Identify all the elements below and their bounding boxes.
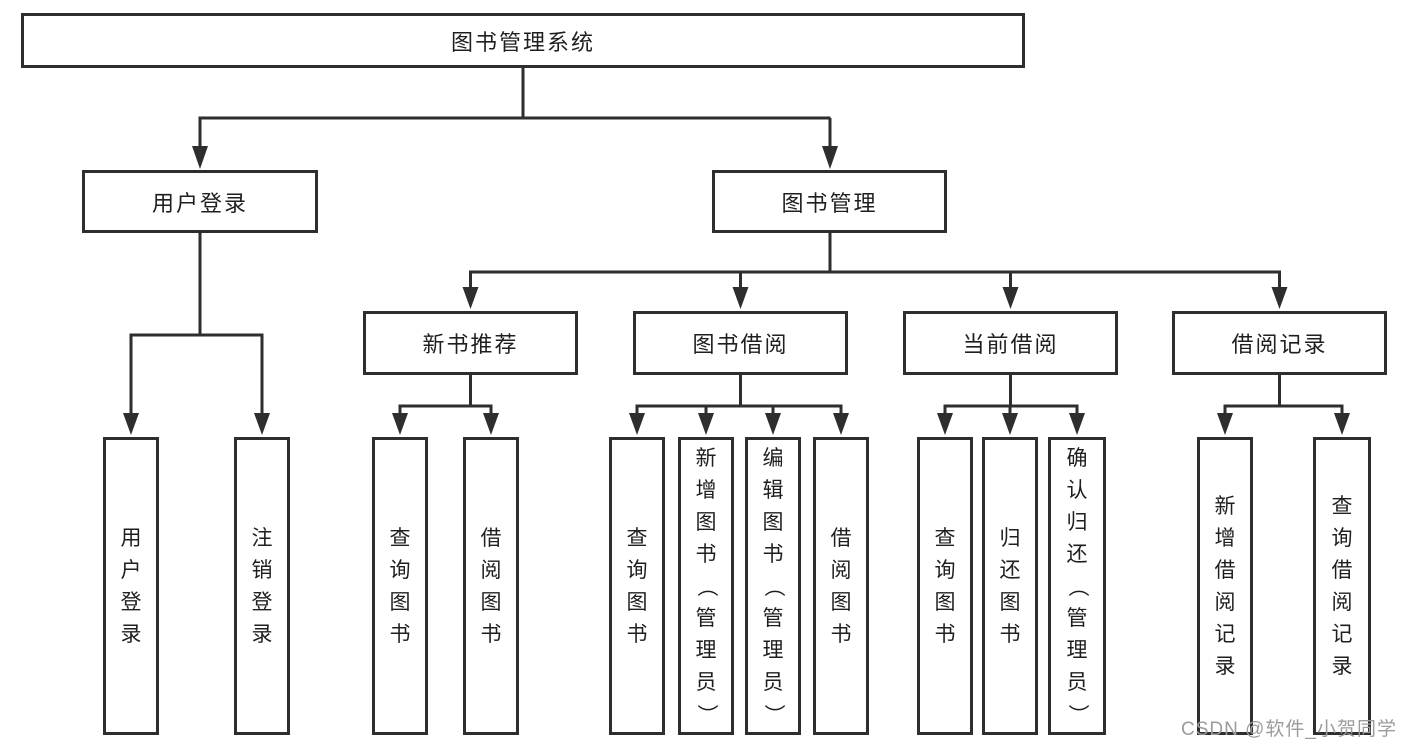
- leaf-borrow-borrow-books: 借阅图书: [813, 437, 869, 735]
- leaf-borrow-edit-books-admin-label: 编辑图书（管理员）: [761, 446, 785, 725]
- leaf-logout-login-label: 注销登录: [251, 526, 273, 646]
- leaf-newbook-query-books-label: 查询图书: [389, 526, 411, 646]
- leaf-logout-login: 注销登录: [234, 437, 290, 735]
- leaf-records-query-record-label: 查询借阅记录: [1331, 494, 1353, 678]
- leaf-user-login: 用户登录: [103, 437, 159, 735]
- node-book-borrow: 图书借阅: [633, 311, 848, 375]
- leaf-newbook-borrow-books: 借阅图书: [463, 437, 519, 735]
- leaf-current-query-books-label: 查询图书: [934, 526, 956, 646]
- arrowheads: [123, 146, 1350, 435]
- leaf-user-login-label: 用户登录: [120, 526, 142, 646]
- leaf-records-add-record: 新增借阅记录: [1197, 437, 1253, 735]
- leaf-newbook-borrow-books-label: 借阅图书: [480, 526, 502, 646]
- node-new-book-recommend: 新书推荐: [363, 311, 578, 375]
- leaf-current-return-books: 归还图书: [982, 437, 1038, 735]
- leaf-borrow-borrow-books-label: 借阅图书: [830, 526, 852, 646]
- node-user-login: 用户登录: [82, 170, 318, 233]
- leaf-borrow-edit-books-admin: 编辑图书（管理员）: [745, 437, 801, 735]
- node-borrow-records: 借阅记录: [1172, 311, 1387, 375]
- leaf-current-query-books: 查询图书: [917, 437, 973, 735]
- leaf-records-add-record-label: 新增借阅记录: [1214, 494, 1236, 678]
- leaf-newbook-query-books: 查询图书: [372, 437, 428, 735]
- leaf-borrow-query-books: 查询图书: [609, 437, 665, 735]
- node-root-system: 图书管理系统: [21, 13, 1025, 68]
- leaf-borrow-query-books-label: 查询图书: [626, 526, 648, 646]
- node-current-borrow: 当前借阅: [903, 311, 1118, 375]
- node-book-management: 图书管理: [712, 170, 947, 233]
- leaf-current-return-books-label: 归还图书: [999, 526, 1021, 646]
- leaf-current-confirm-return-admin: 确认归还（管理员）: [1048, 437, 1106, 735]
- csdn-watermark: CSDN @软件_小贺同学: [1181, 719, 1397, 740]
- leaf-borrow-add-books-admin-label: 新增图书（管理员）: [694, 446, 718, 725]
- leaf-borrow-add-books-admin: 新增图书（管理员）: [678, 437, 734, 735]
- leaf-current-confirm-return-admin-label: 确认归还（管理员）: [1065, 446, 1089, 725]
- leaf-records-query-record: 查询借阅记录: [1313, 437, 1371, 735]
